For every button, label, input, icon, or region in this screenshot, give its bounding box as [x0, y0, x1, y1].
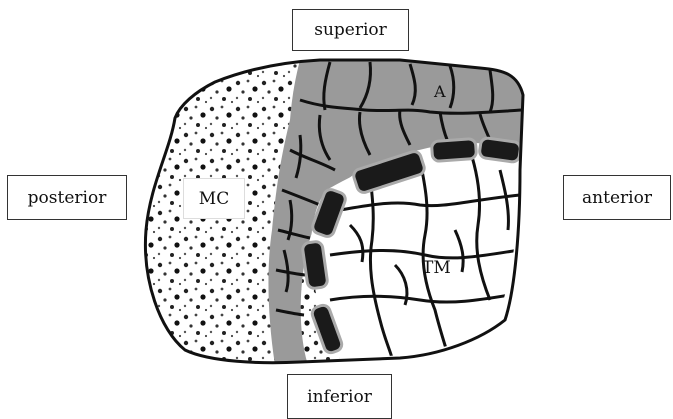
- a-label: A: [434, 82, 446, 101]
- posterior-label: posterior: [7, 175, 127, 220]
- inferior-label: inferior: [287, 374, 392, 419]
- tm-label: TM: [422, 258, 451, 278]
- superior-label: superior: [292, 9, 409, 51]
- mc-label: MC: [183, 178, 245, 219]
- anterior-label: anterior: [563, 175, 671, 220]
